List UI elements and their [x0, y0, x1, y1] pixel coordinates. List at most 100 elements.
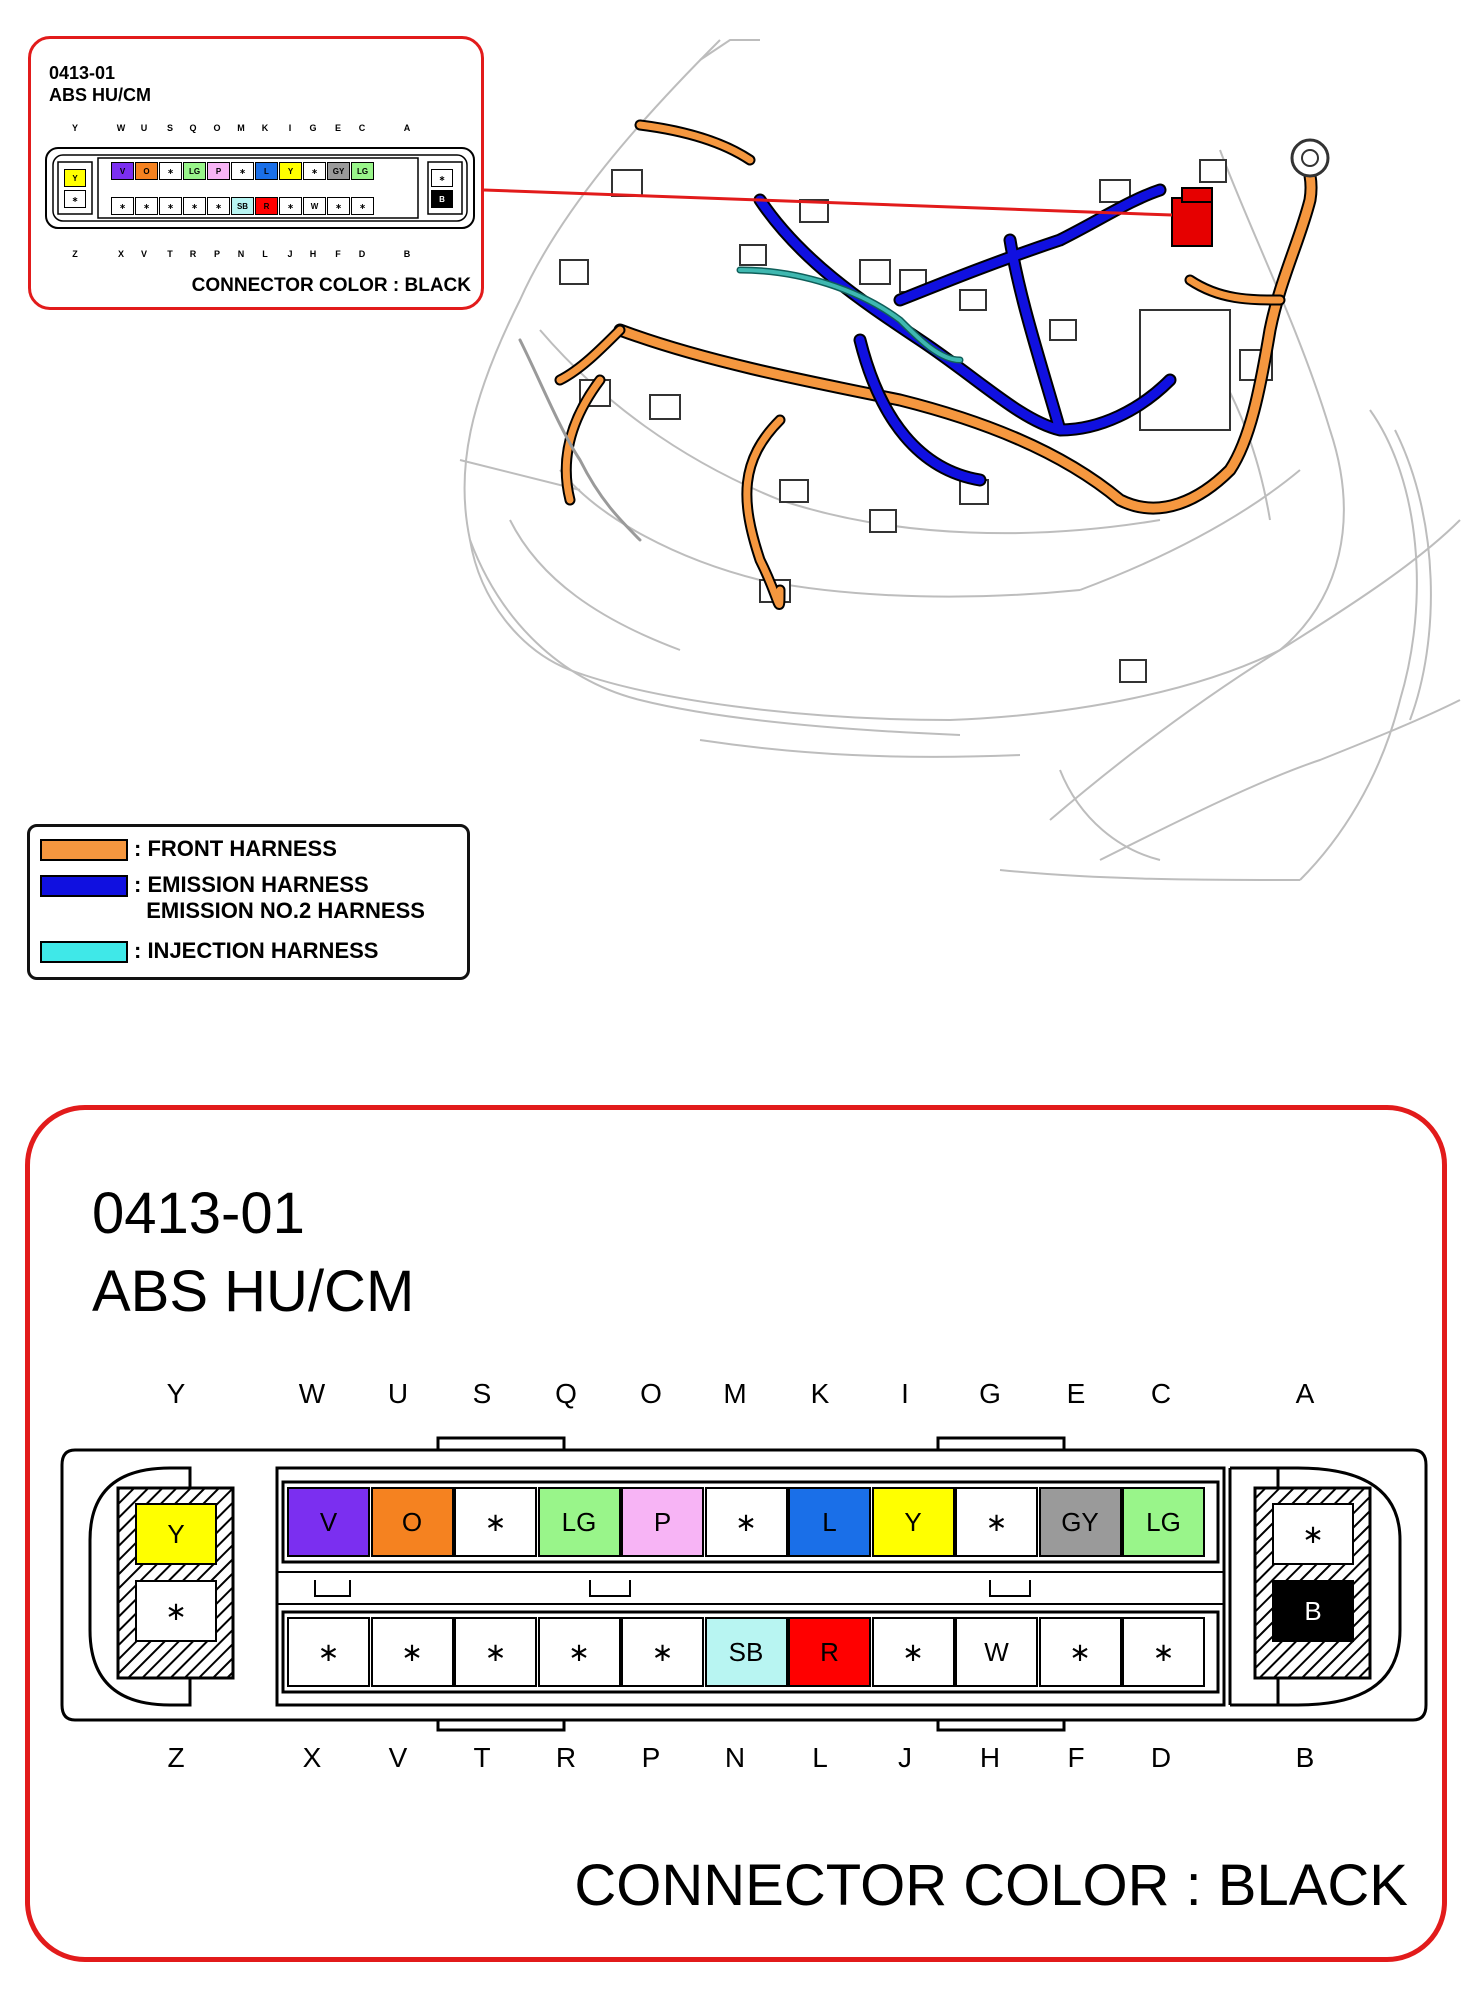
bottom-pin-label: P [641, 1742, 661, 1773]
bottom-pin-label: J [898, 1742, 912, 1773]
top-pin-label: Q [189, 123, 197, 133]
top-pin-label: S [166, 123, 173, 133]
pin-cell-upper: ∗ [955, 1487, 1038, 1557]
pin-cell-upper: GY [327, 162, 350, 180]
legend-item-front-harness: : FRONT HARNESS [40, 836, 337, 866]
pin-cell-lower: R [255, 197, 278, 215]
bottom-pin-label: F [1067, 1742, 1085, 1773]
pin-cell-upper: P [207, 162, 230, 180]
pin-cell-upper: V [287, 1487, 370, 1557]
bottom-pin-label: D [1150, 1742, 1172, 1773]
pin-cell-upper: L [788, 1487, 871, 1557]
pin-cell-lower: ∗ [454, 1617, 537, 1687]
top-pin-label: Y [166, 1378, 186, 1409]
pin-cell-upper: P [621, 1487, 704, 1557]
top-pin-label: E [1066, 1378, 1086, 1409]
bottom-pin-label: Z [167, 1742, 185, 1773]
pin-cell-lower: ∗ [159, 197, 182, 215]
pin-cell-upper: GY [1038, 1487, 1122, 1557]
bottom-pin-label: R [189, 249, 197, 259]
front-harness-swatch [40, 839, 128, 861]
bottom-pin-label: N [237, 249, 245, 259]
top-pin-label: U [387, 1378, 409, 1409]
injection-harness-swatch [40, 941, 128, 963]
pin-cell-upper: LG [183, 162, 206, 180]
pin-cell-upper: LG [537, 1487, 621, 1557]
bottom-pin-label: F [335, 249, 341, 259]
legend-label-injection-harness: : INJECTION HARNESS [134, 938, 379, 963]
bottom-pin-label: D [358, 249, 366, 259]
connector-face-small [45, 147, 475, 229]
top-pin-label: C [358, 123, 366, 133]
harness-legend: : FRONT HARNESS : EMISSION HARNESS EMISS… [27, 824, 470, 980]
top-pin-label: S [472, 1378, 492, 1409]
top-pin-label: I [288, 123, 292, 133]
top-pin-label: K [261, 123, 269, 133]
emission-harness-swatch [40, 875, 128, 897]
top-pin-label: W [298, 1378, 326, 1409]
pin-cell-upper: Y [279, 162, 302, 180]
pin-cell-upper: L [255, 162, 278, 180]
bottom-pin-label: B [403, 249, 411, 259]
pin-cell-upper: ∗ [454, 1487, 537, 1557]
pin-cell-upper: LG [351, 162, 374, 180]
pin-cell-right-top: ∗ [431, 169, 453, 187]
top-pin-label: M [237, 123, 245, 133]
pin-cell-right-bottom: B [1272, 1580, 1354, 1642]
legend-label-emission-harness: : EMISSION HARNESS EMISSION NO.2 HARNESS [134, 872, 425, 923]
pin-cell-upper: V [111, 162, 134, 180]
pin-cell-left-bottom: ∗ [135, 1580, 217, 1642]
pin-cell-lower: W [955, 1617, 1038, 1687]
pin-cell-upper: Y [871, 1487, 955, 1557]
top-pin-label: Y [71, 123, 78, 133]
pin-cell-right-bottom: B [431, 190, 453, 208]
bottom-pin-label: L [812, 1742, 828, 1773]
connector-code-small: 0413-01 [49, 63, 116, 83]
pin-cell-lower: ∗ [351, 197, 374, 215]
pin-cell-upper: ∗ [704, 1487, 788, 1557]
top-pin-label: E [334, 123, 341, 133]
top-pin-label: A [403, 123, 411, 133]
pin-cell-lower: ∗ [1122, 1617, 1205, 1687]
pin-cell-upper: ∗ [303, 162, 326, 180]
pin-cell-lower: ∗ [1038, 1617, 1122, 1687]
bottom-pin-label: V [388, 1742, 408, 1773]
bottom-pin-label: R [555, 1742, 577, 1773]
top-pin-label: G [979, 1378, 1001, 1409]
pin-cell-lower: W [303, 197, 326, 215]
pin-cell-upper: ∗ [159, 162, 182, 180]
bottom-pin-label: Z [72, 249, 78, 259]
pin-cell-upper: O [370, 1487, 454, 1557]
pin-cell-lower: ∗ [537, 1617, 621, 1687]
top-pin-label: A [1295, 1378, 1315, 1409]
connector-name-small: ABS HU/CM [49, 85, 151, 105]
top-pin-label: K [810, 1378, 830, 1409]
pin-cell-lower: ∗ [135, 197, 158, 215]
pin-cell-lower: R [788, 1617, 871, 1687]
bottom-pin-label: X [302, 1742, 322, 1773]
bottom-pin-label: J [287, 249, 293, 259]
connector-color-label-small: CONNECTOR COLOR : BLACK [191, 275, 471, 296]
pin-cell-lower: SB [704, 1617, 788, 1687]
legend-item-emission-harness: : EMISSION HARNESS EMISSION NO.2 HARNESS [40, 872, 425, 923]
pin-cell-lower: ∗ [183, 197, 206, 215]
pin-cell-lower: ∗ [871, 1617, 955, 1687]
pin-cell-lower: ∗ [370, 1617, 454, 1687]
bottom-pin-label: P [213, 249, 220, 259]
pin-cell-upper: ∗ [231, 162, 254, 180]
pin-cell-lower: ∗ [279, 197, 302, 215]
bottom-pin-label: X [117, 249, 124, 259]
top-pin-label: O [640, 1378, 662, 1409]
connector-name: ABS HU/CM [92, 1259, 415, 1324]
pin-cell-lower: ∗ [621, 1617, 704, 1687]
pin-cell-left-top: Y [135, 1503, 217, 1565]
pin-cell-lower: ∗ [287, 1617, 370, 1687]
top-pin-label: G [309, 123, 317, 133]
engine-bay-illustration [459, 39, 1461, 881]
top-pin-label: M [723, 1378, 747, 1409]
pin-cell-lower: ∗ [207, 197, 230, 215]
pin-cell-left-bottom: ∗ [64, 190, 86, 208]
top-pin-label: I [901, 1378, 909, 1409]
